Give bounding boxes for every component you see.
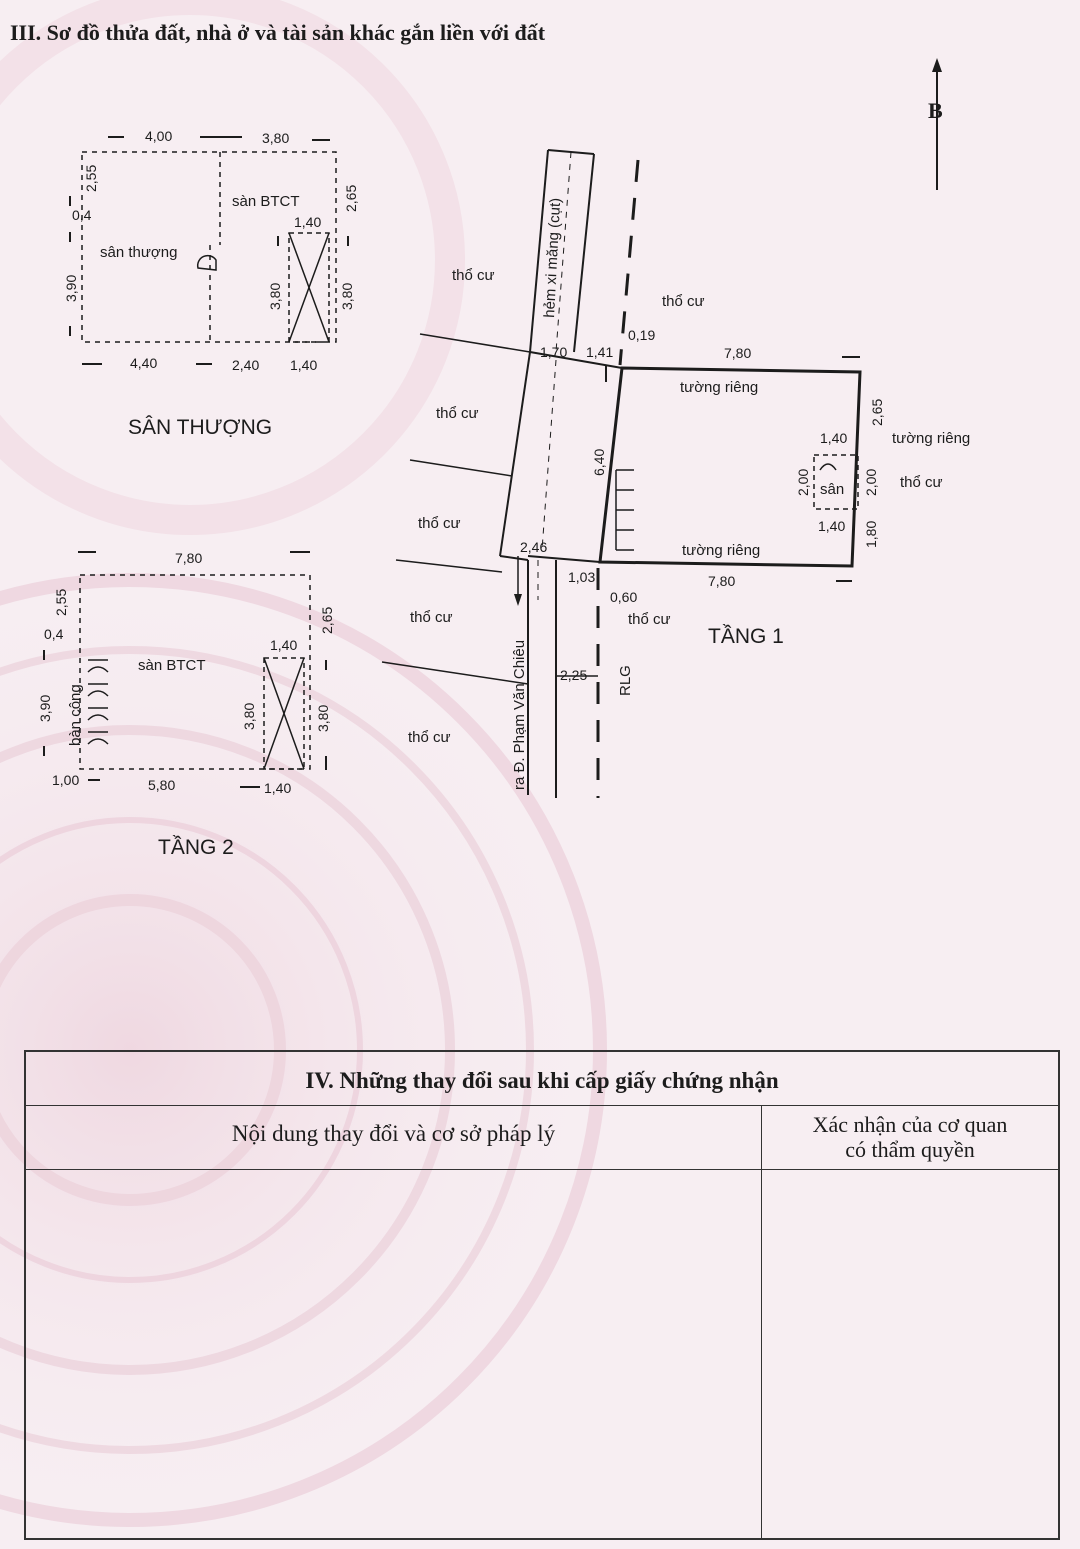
floor1-dim-right-mid: 2,00: [863, 469, 879, 496]
neighbor-label: thổ cư: [410, 609, 453, 626]
site-dim-lane-width: 2,46: [520, 539, 547, 555]
floor1-yard-label: sân: [820, 481, 844, 498]
floor-2-plan: 7,80 1,00 5,80 1,40 1,40 2,55 0,4 3,90 2…: [37, 550, 335, 859]
floor2-dim-right-bottom: 3,80: [315, 705, 331, 732]
floor1-dim-bottom: 7,80: [708, 573, 735, 589]
rooftop-dim-stair-width: 1,40: [294, 214, 321, 230]
rooftop-dim-left-mid: 0,4: [72, 207, 92, 223]
neighbor-label: thổ cư: [418, 515, 461, 532]
floor2-title: TẦNG 2: [158, 836, 234, 859]
neighbor-label: thổ cư: [900, 474, 943, 491]
site-street-label: ra Đ. Phạm Văn Chiêu: [511, 640, 528, 790]
floor1-wall-label-right: tường riêng: [892, 430, 970, 447]
site-rlg-label: RLG: [617, 665, 634, 696]
site-plan: hẻm xi măng (cụt) ra Đ. Phạm Văn Chiêu R…: [381, 149, 970, 798]
floor1-dim-top: 7,80: [724, 345, 751, 361]
floor2-altar-label: bàn công: [67, 684, 84, 746]
authority-confirmation-header: Xác nhận của cơ quan có thẩm quyền: [762, 1106, 1058, 1170]
floor2-dim-right-top: 2,65: [319, 607, 335, 634]
section-4-title: IV. Những thay đổi sau khi cấp giấy chứn…: [26, 1052, 1058, 1106]
authority-header-line-2: có thẩm quyền: [845, 1137, 975, 1162]
rooftop-dim-top-left: 4,00: [145, 128, 172, 144]
floor1-dim-right-bottom: 1,80: [863, 521, 879, 548]
rooftop-dim-top-right: 3,80: [262, 130, 289, 146]
north-arrow: B: [928, 58, 943, 190]
floor2-dim-inner-vertical: 3,80: [241, 703, 257, 730]
site-dim-offset-c: 1,03: [568, 569, 595, 585]
north-label: B: [928, 98, 943, 123]
land-plot-diagram: B 4,00 3,80 4,40 2,40 1,40 1,40 2,55 0,4…: [37, 58, 970, 859]
floor2-dim-left-top: 2,55: [53, 589, 69, 616]
neighbor-label: thổ cư: [408, 729, 451, 746]
floor1-dim-yard-bottom: 1,40: [818, 518, 845, 534]
floor2-dim-top: 7,80: [175, 550, 202, 566]
rooftop-plan: 4,00 3,80 4,40 2,40 1,40 1,40 2,55 0,4 3…: [63, 128, 359, 439]
floor2-dim-bottom-right: 1,40: [264, 780, 291, 796]
changes-content-cell[interactable]: [26, 1170, 762, 1538]
rooftop-dim-left-bottom: 3,90: [63, 275, 79, 302]
site-dim-offset-d: 0,60: [610, 589, 637, 605]
neighbor-label: thổ cư: [436, 405, 479, 422]
site-alley-label: hẻm xi măng (cụt): [541, 197, 564, 318]
neighbor-label: thổ cư: [662, 293, 705, 310]
floor2-dim-stair-width: 1,40: [270, 637, 297, 653]
rooftop-dim-right-top: 2,65: [343, 185, 359, 212]
floor1-dim-yard-height: 2,00: [795, 469, 811, 496]
rooftop-dim-bottom-left: 4,40: [130, 355, 157, 371]
authority-header-line-1: Xác nhận của cơ quan: [812, 1112, 1008, 1137]
rooftop-label: sân thượng: [100, 244, 177, 261]
section-3-title: III. Sơ đồ thửa đất, nhà ở và tài sản kh…: [10, 20, 546, 45]
rooftop-dim-left-top: 2,55: [83, 165, 99, 192]
site-dim-alley-width: 1,70: [540, 344, 567, 360]
changes-content-header: Nội dung thay đổi và cơ sở pháp lý: [26, 1106, 762, 1170]
neighbor-label: thổ cư: [628, 611, 671, 628]
site-dim-street-width: 2,25: [560, 667, 587, 683]
changes-table: IV. Những thay đổi sau khi cấp giấy chứn…: [24, 1050, 1060, 1540]
floor2-dim-bottom-left: 1,00: [52, 772, 79, 788]
rooftop-slab-label: sàn BTCT: [232, 193, 300, 210]
floor2-dim-left-bottom: 3,90: [37, 695, 53, 722]
authority-confirmation-cell[interactable]: [762, 1170, 1058, 1538]
floor2-dim-bottom-mid: 5,80: [148, 777, 175, 793]
floor1-wall-label-bottom: tường riêng: [682, 542, 760, 559]
floor1-title: TẦNG 1: [708, 625, 784, 648]
floor1-dim-yard-top: 1,40: [820, 430, 847, 446]
rooftop-dim-inner-vertical: 3,80: [267, 283, 283, 310]
rooftop-dim-right-bottom: 3,80: [339, 283, 355, 310]
floor1-wall-label-top: tường riêng: [680, 379, 758, 396]
rooftop-title: SÂN THƯỢNG: [128, 416, 272, 439]
rooftop-dim-bottom-mid: 2,40: [232, 357, 259, 373]
rooftop-dim-bottom-right: 1,40: [290, 357, 317, 373]
floor1-dim-left: 6,40: [591, 449, 607, 476]
site-dim-offset-b: 0,19: [628, 327, 655, 343]
site-dim-offset-a: 1,41: [586, 344, 613, 360]
floor2-slab-label: sàn BTCT: [138, 657, 206, 674]
floor1-dim-right-top: 2,65: [869, 399, 885, 426]
floor2-dim-left-mid: 0,4: [44, 626, 64, 642]
neighbor-label: thổ cư: [452, 267, 495, 284]
